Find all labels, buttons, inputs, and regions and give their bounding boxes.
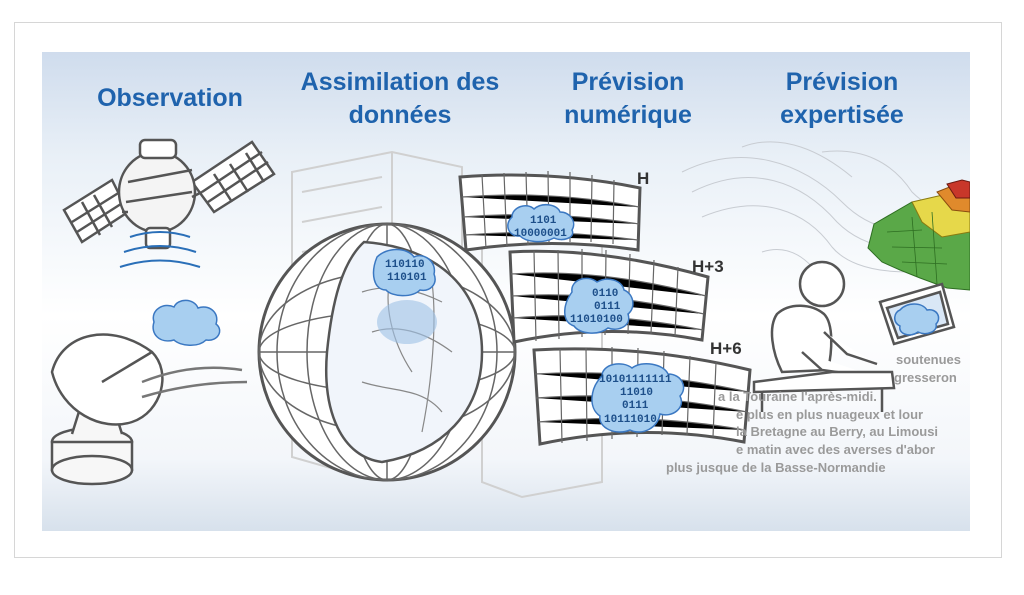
grid-label-h6: H+6 — [710, 339, 742, 358]
stage-title-prevision-numerique: Prévision numérique — [564, 68, 692, 129]
grid2-binary-2: 0111 — [594, 301, 621, 313]
grid3-binary-3: 0111 — [622, 400, 649, 412]
bulletin-line-1: soutenues — [896, 352, 961, 367]
satellite-icon — [62, 138, 276, 250]
grid-label-h0: H — [637, 169, 649, 188]
stage-title-observation: Observation — [97, 84, 243, 112]
grid2-binary-3: 11010100 — [570, 314, 623, 326]
radar-dish-icon — [50, 333, 248, 486]
grid3-binary-4: 10111010 — [604, 414, 657, 426]
grid2-binary-1: 0110 — [592, 288, 618, 300]
forecast-grid-h0 — [458, 170, 642, 252]
forecast-grid-h6 — [532, 347, 752, 446]
signal-waves — [119, 231, 201, 268]
grid3-binary-1: 10101111111 — [599, 374, 672, 386]
bulletin-line-7: plus jusque de la Basse-Normandie — [666, 460, 886, 475]
grid-label-h3: H+3 — [692, 257, 724, 276]
grid3-binary-2: 11010 — [620, 387, 653, 399]
forecaster-icon — [752, 260, 956, 412]
globe-binary-2: 110101 — [387, 272, 427, 284]
bulletin-line-3: a la Touraine l'après-midi. — [718, 389, 877, 404]
france-map-icon — [867, 179, 970, 291]
forecast-grid-h3 — [508, 249, 710, 344]
grid1-binary-1: 1101 — [530, 215, 557, 227]
globe-binary-1: 110110 — [385, 259, 425, 271]
grid1-binary-2: 10000001 — [514, 228, 567, 240]
bulletin-line-4: e plus en plus nuageux et lour — [736, 407, 923, 422]
bulletin-line-5: la Bretagne au Berry, au Limousi — [736, 424, 938, 439]
bulletin-line-2: gresseron — [894, 370, 957, 385]
observed-cloud — [152, 299, 221, 346]
globe-model-icon — [257, 222, 517, 482]
diagram-panel: 110110 110101 1101 10000001 H 0110 0111 … — [42, 52, 970, 531]
stage-title-prevision-expertisee: Prévision expertisée — [780, 68, 904, 129]
forecast-bulletin: soutenues gresseron a la Touraine l'aprè… — [666, 352, 961, 475]
bulletin-line-6: e matin avec des averses d'abor — [736, 442, 935, 457]
diagram-art: 110110 110101 1101 10000001 H 0110 0111 … — [50, 138, 970, 499]
stage-title-assimilation: Assimilation des données — [300, 68, 500, 129]
